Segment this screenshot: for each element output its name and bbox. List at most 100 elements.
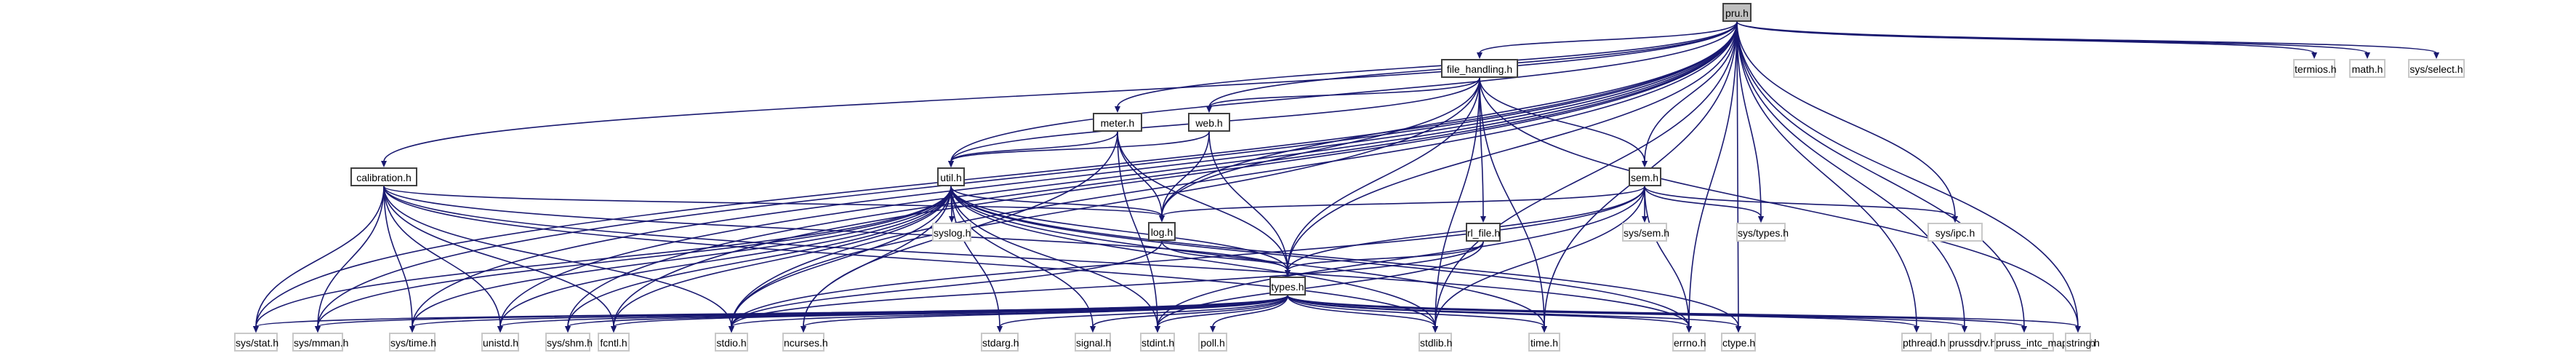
- edge-file_handling-to-rl_file: [1479, 77, 1484, 218]
- arrowhead-icon: [801, 326, 806, 333]
- arrowhead-icon: [2433, 52, 2439, 59]
- node-errno: errno.h: [1672, 333, 1706, 352]
- edge-pru-to-string: [1736, 21, 2079, 328]
- edge-pru-to-sys_mman: [317, 21, 1738, 328]
- edge-util-to-ncurses: [803, 186, 952, 328]
- edge-pru-to-sys_ipc: [1736, 21, 1956, 218]
- arrowhead-icon: [2021, 326, 2027, 333]
- node-sem[interactable]: sem.h: [1628, 167, 1661, 186]
- edge-types-to-ncurses: [803, 295, 1288, 328]
- edge-calibration-to-stdlib: [383, 186, 1436, 328]
- edge-file_handling-to-string: [1479, 77, 2079, 328]
- node-sys-stat: sys/stat.h: [234, 333, 278, 352]
- node-syslog: syslog.h: [932, 223, 971, 242]
- edge-log-to-types: [1161, 240, 1288, 271]
- arrowhead-icon: [497, 326, 503, 333]
- edge-rl_file-to-types: [1287, 241, 1484, 271]
- edges-layer: [253, 21, 2439, 333]
- edge-pru-to-sem: [1644, 21, 1738, 162]
- edge-util-to-types: [950, 186, 1288, 271]
- edge-web-to-log: [1161, 131, 1210, 217]
- edge-pru-to-sys_time: [412, 21, 1738, 328]
- arrowhead-icon: [1285, 270, 1291, 277]
- node-meter[interactable]: meter.h: [1093, 113, 1142, 132]
- edge-pru-to-ctype: [1736, 21, 1739, 328]
- node-unistd: unistd.h: [481, 333, 519, 352]
- arrowhead-icon: [997, 326, 1003, 333]
- edge-meter-to-util: [950, 131, 1118, 162]
- node-types[interactable]: types.h: [1269, 277, 1306, 296]
- arrowhead-icon: [1914, 326, 1919, 333]
- edge-pru-to-errno: [1688, 21, 1738, 328]
- arrowhead-icon: [1541, 326, 1547, 333]
- edge-calibration-to-log: [383, 186, 1163, 217]
- node-file-handling[interactable]: file_handling.h: [1441, 59, 1518, 78]
- edge-util-to-stdint: [950, 186, 1158, 328]
- edge-file_handling-to-sem: [1479, 77, 1645, 162]
- edge-types-to-ctype: [1287, 295, 1739, 328]
- edge-util-to-sys_stat: [255, 186, 952, 328]
- edge-types-to-time: [1287, 295, 1545, 328]
- edge-types-to-stdarg: [999, 295, 1288, 328]
- arrowhead-icon: [2364, 52, 2370, 59]
- edge-types-to-string: [1287, 295, 2079, 328]
- arrowhead-icon: [253, 326, 259, 333]
- node-sys-time: sys/time.h: [389, 333, 436, 352]
- node-log[interactable]: log.h: [1148, 222, 1176, 241]
- node-calibration[interactable]: calibration.h: [350, 167, 417, 186]
- edge-types-to-signal: [1092, 295, 1288, 328]
- edge-util-to-time: [950, 186, 1545, 328]
- node-pthread: pthread.h: [1901, 333, 1946, 352]
- edge-pru-to-pthread: [1736, 21, 1917, 328]
- node-sys-ipc: sys/ipc.h: [1927, 223, 1983, 242]
- edge-util-to-log: [950, 186, 1163, 217]
- edge-util-to-stdarg: [950, 186, 1000, 328]
- node-rl-file[interactable]: rl_file.h: [1466, 223, 1501, 242]
- node-stdlib: stdlib.h: [1419, 333, 1452, 352]
- edge-calibration-to-unistd: [383, 186, 501, 328]
- node-prussdrv: prussdrv.h: [1948, 333, 1996, 352]
- node-signal: signal.h: [1075, 333, 1111, 352]
- edge-types-to-fcntl: [613, 295, 1288, 328]
- node-util[interactable]: util.h: [937, 167, 965, 186]
- arrowhead-icon: [2311, 52, 2317, 59]
- edge-log-to-stdio: [731, 240, 1163, 328]
- arrowhead-icon: [1642, 161, 1648, 167]
- node-pru[interactable]: pru.h: [1722, 3, 1752, 22]
- edge-pru-to-sys_select: [1736, 21, 2437, 54]
- arrowhead-icon: [1115, 106, 1120, 113]
- arrowhead-icon: [1480, 216, 1486, 223]
- edge-pru-to-math: [1736, 21, 2368, 54]
- arrowhead-icon: [565, 326, 571, 333]
- node-sys-shm: sys/shm.h: [545, 333, 593, 352]
- arrowhead-icon: [1432, 326, 1438, 333]
- node-sys-sem: sys/sem.h: [1622, 223, 1669, 242]
- edge-util-to-fcntl: [613, 186, 952, 328]
- arrowhead-icon: [1736, 326, 1741, 333]
- node-time: time.h: [1528, 333, 1560, 352]
- edge-file_handling-to-web: [1208, 77, 1480, 108]
- arrowhead-icon: [1758, 216, 1764, 223]
- edge-util-to-sys_mman: [317, 186, 952, 328]
- arrowhead-icon: [409, 326, 415, 333]
- arrowhead-icon: [1155, 326, 1160, 333]
- edge-types-to-prussdrv: [1287, 295, 1965, 328]
- edge-file_handling-to-time: [1479, 77, 1545, 328]
- edge-pru-to-util: [950, 21, 1738, 162]
- edge-pru-to-calibration: [383, 21, 1738, 162]
- node-poll: poll.h: [1198, 333, 1227, 352]
- edge-web-to-types: [1208, 131, 1288, 271]
- node-math: math.h: [2349, 59, 2386, 78]
- arrowhead-icon: [949, 216, 955, 223]
- edge-pru-to-meter: [1117, 21, 1738, 108]
- arrowhead-icon: [381, 161, 387, 167]
- edge-sem-to-log: [1161, 186, 1645, 217]
- node-string: string.h: [2065, 333, 2100, 352]
- edge-types-to-sys_mman: [317, 295, 1288, 328]
- edge-sem-to-stdint: [1157, 186, 1645, 328]
- edge-types-to-stdlib: [1287, 295, 1436, 328]
- edge-sem-to-sys_types: [1644, 186, 1762, 218]
- node-sys-select: sys/select.h: [2408, 59, 2465, 78]
- node-web[interactable]: web.h: [1188, 113, 1230, 132]
